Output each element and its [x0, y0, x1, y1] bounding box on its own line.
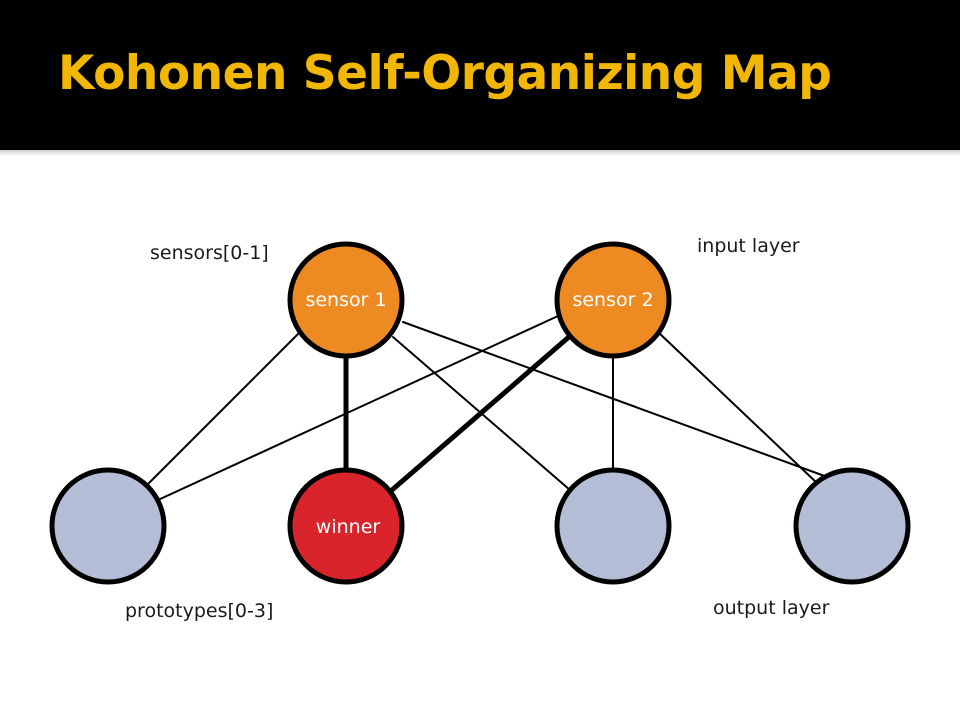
edge-sensor2-proto0	[157, 315, 559, 501]
prototype-node-2	[554, 467, 672, 585]
sensor-node-label: sensor 2	[572, 289, 653, 311]
winner-node-label: winner	[316, 516, 381, 538]
output-layer: winner	[49, 467, 911, 585]
output-layer-label: output layer	[713, 597, 830, 619]
edge-sensor1-proto3	[402, 321, 831, 479]
edge-sensor2-winner	[389, 333, 573, 493]
prototype-node-3	[793, 467, 911, 585]
sensors-label: sensors[0-1]	[150, 242, 269, 264]
winner-node: winner	[287, 467, 405, 585]
connections	[147, 315, 831, 501]
input-layer-label: input layer	[697, 235, 800, 257]
sensor-node-2: sensor 2	[554, 241, 672, 359]
title-divider	[0, 150, 960, 156]
title-bar	[0, 0, 960, 150]
sensor-node-label: sensor 1	[305, 289, 386, 311]
input-layer: sensor 1 sensor 2	[287, 241, 672, 359]
slide-title: Kohonen Self-Organizing Map	[58, 46, 832, 101]
sensor-node-1: sensor 1	[287, 241, 405, 359]
edge-sensor1-proto0	[147, 333, 299, 485]
edge-sensor2-proto3	[657, 331, 819, 485]
prototype-node-0	[49, 467, 167, 585]
prototypes-label: prototypes[0-3]	[125, 600, 273, 622]
